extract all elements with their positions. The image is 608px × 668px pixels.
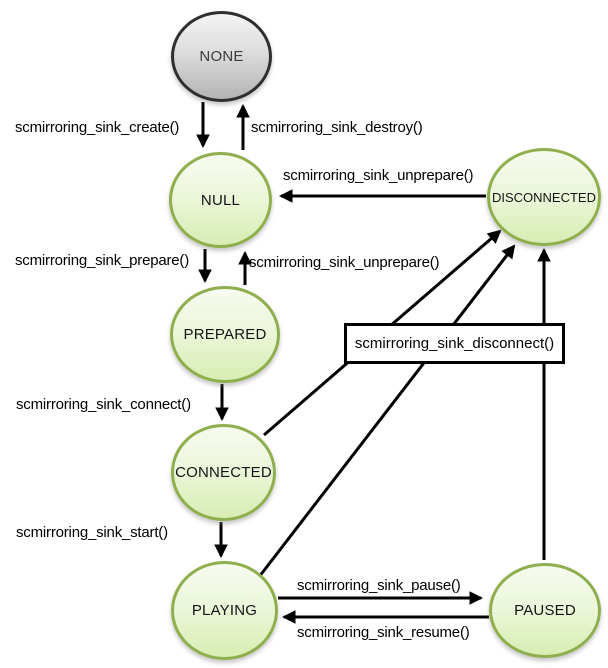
label-resume: scmirroring_sink_resume() [297,624,470,641]
state-connected-label: CONNECTED [175,464,272,481]
label-start: scmirroring_sink_start() [16,524,168,541]
state-playing-label: PLAYING [191,602,258,619]
disconnect-transition-box: scmirroring_sink_disconnect() [344,323,565,364]
edge-playing-to-disconnected [257,244,516,578]
state-prepared: PREPARED [170,286,280,383]
label-connect: scmirroring_sink_connect() [16,396,191,413]
disconnect-label: scmirroring_sink_disconnect() [354,335,555,352]
label-destroy: scmirroring_sink_destroy() [251,119,423,136]
label-pause: scmirroring_sink_pause() [297,577,461,594]
label-unprepare-mid: scmirroring_sink_unprepare() [249,254,440,271]
state-prepared-label: PREPARED [183,326,267,343]
state-null-label: NULL [200,191,241,209]
state-none: NONE [171,11,272,102]
state-none-label: NONE [199,48,244,65]
label-unprepare-top: scmirroring_sink_unprepare() [283,167,474,184]
state-disconnected-label: DISCONNECTED [491,189,596,205]
label-prepare: scmirroring_sink_prepare() [15,252,190,269]
state-paused: PAUSED [489,563,601,658]
state-null: NULL [169,152,272,248]
state-connected: CONNECTED [171,424,276,521]
state-paused-label: PAUSED [514,602,576,619]
label-create: scmirroring_sink_create() [15,119,180,136]
state-playing: PLAYING [171,561,278,660]
state-disconnected: DISCONNECTED [487,148,601,246]
